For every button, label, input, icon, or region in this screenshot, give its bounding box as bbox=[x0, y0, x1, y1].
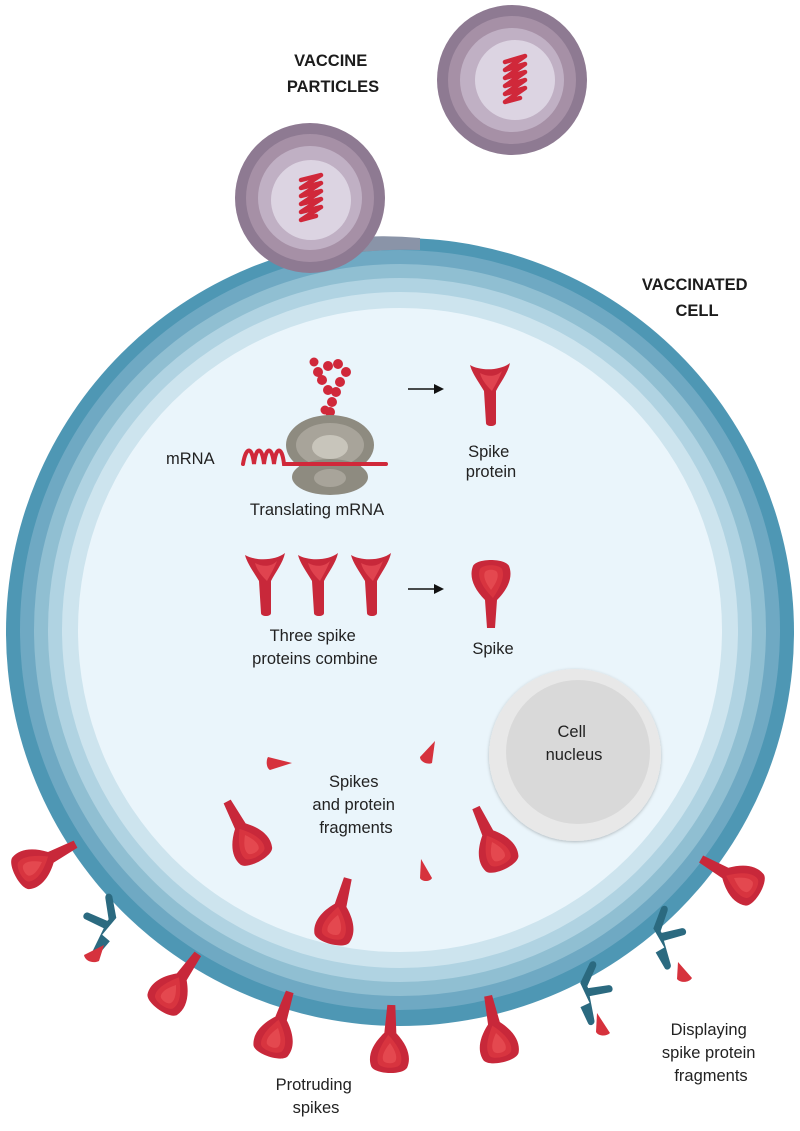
vaccine-particles-heading: VACCINE PARTICLES bbox=[287, 52, 379, 96]
mrna-strand bbox=[241, 448, 388, 466]
vaccinated-cell bbox=[6, 238, 794, 1026]
vaccine-particle-top bbox=[437, 5, 587, 155]
arrow-right-icon bbox=[408, 384, 444, 394]
protein-fragment bbox=[596, 1013, 610, 1036]
spike-label: Spike bbox=[472, 640, 513, 658]
protein-fragment bbox=[84, 945, 104, 963]
vaccine-particle-fusing bbox=[235, 123, 420, 273]
spike-protein-label: Spike protein bbox=[466, 443, 516, 481]
protein-fragment bbox=[266, 757, 292, 770]
spikes-and-fragments-label: Spikes and protein fragments bbox=[312, 773, 399, 837]
mrna-coil-icon bbox=[298, 172, 324, 223]
protein-fragment bbox=[677, 962, 692, 982]
spike-fragments bbox=[266, 741, 435, 881]
displaying-fragments-label: Displaying spike protein fragments bbox=[662, 1021, 760, 1085]
protruding-spikes-label: Protruding spikes bbox=[276, 1076, 357, 1117]
vaccinated-cell-heading: VACCINATED CELL bbox=[642, 276, 752, 320]
three-spike-proteins-label: Three spike proteins combine bbox=[252, 627, 378, 668]
arrow-right-icon bbox=[408, 584, 444, 594]
translating-mrna-illustration bbox=[241, 357, 388, 495]
cell-nucleus bbox=[489, 669, 661, 841]
protein-fragment bbox=[420, 859, 432, 881]
protein-fragment bbox=[420, 741, 435, 764]
translating-mrna-label: Translating mRNA bbox=[250, 501, 384, 519]
cell-nucleus-label: Cell nucleus bbox=[546, 723, 603, 764]
mrna-coil-icon bbox=[502, 53, 528, 105]
mrna-label: mRNA bbox=[166, 450, 215, 468]
